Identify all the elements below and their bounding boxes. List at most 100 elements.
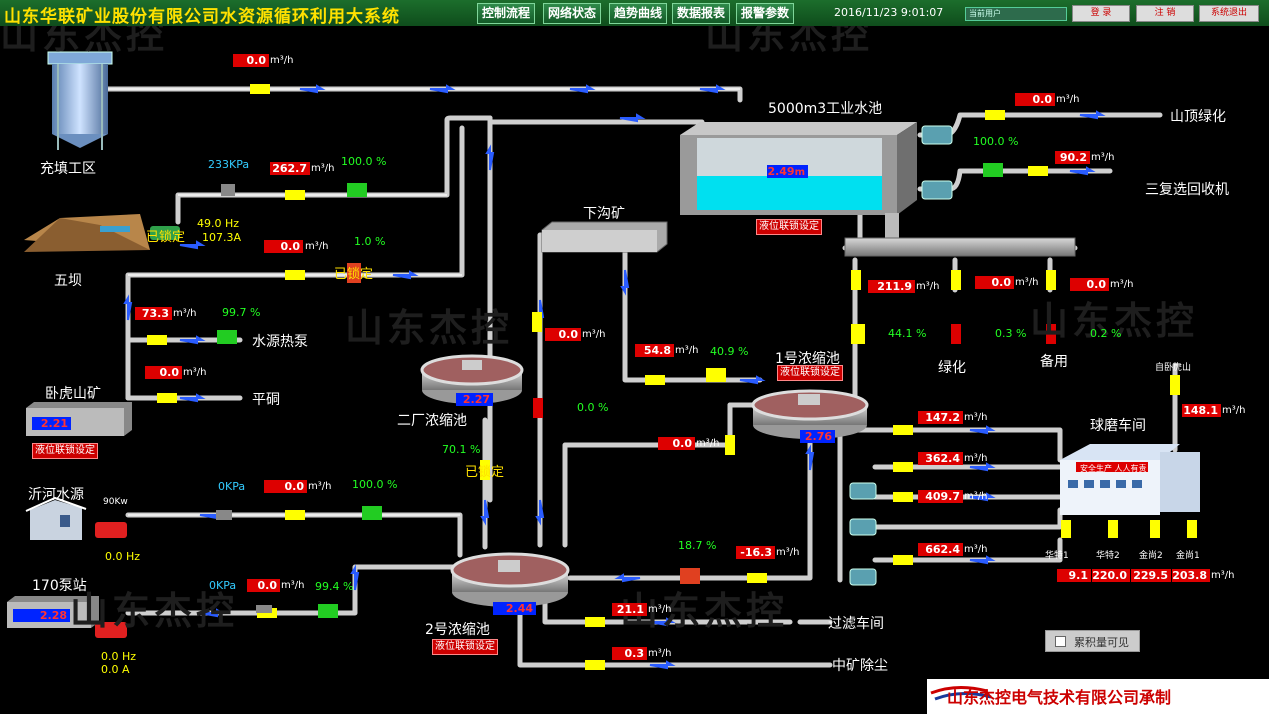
- unit: m³/h: [696, 438, 720, 449]
- unit: m³/h: [1091, 152, 1115, 163]
- label-industrial-pool: 5000m3工业水池: [768, 101, 883, 117]
- label-standby: 备用: [1040, 354, 1068, 370]
- valve-standby: 0.2 %: [1090, 327, 1122, 340]
- pump-current: 107.3A: [202, 231, 242, 244]
- unit: m³/h: [281, 580, 305, 591]
- unit: m³/h: [675, 345, 699, 356]
- flow-top-line: 0.0: [233, 54, 269, 67]
- checkbox-box[interactable]: [1055, 636, 1066, 647]
- cumulative-visible-checkbox[interactable]: 累积量可见: [1045, 630, 1140, 652]
- watermark-5: 山东杰控: [70, 589, 239, 633]
- login-button[interactable]: 登 录: [1072, 5, 1130, 22]
- unit: m³/h: [305, 241, 329, 252]
- yihe-pump-house-icon: [25, 496, 87, 540]
- label-thickener-2: 2号浓缩池: [425, 622, 490, 638]
- level-thickener-1: 2.76: [800, 430, 835, 443]
- flow-mill-1: 147.2: [918, 411, 963, 424]
- checkbox-label: 累积量可见: [1074, 636, 1129, 649]
- nav-control-flow[interactable]: 控制流程: [477, 3, 536, 24]
- flow-rebeneficiation: 90.2: [1055, 151, 1090, 164]
- label-rebeneficiation: 三复选回收机: [1145, 182, 1229, 198]
- label-fill-area: 充填工区: [40, 161, 96, 177]
- footer-banner: 山东杰控电气技术有限公司承制: [927, 679, 1269, 714]
- level-wohushan: 2.21: [32, 417, 71, 430]
- label-yihe: 沂河水源: [28, 487, 84, 503]
- label-wuba: 五坝: [54, 273, 82, 289]
- flow-mountain: 0.0: [1015, 93, 1055, 106]
- thickener-2: [450, 552, 570, 607]
- flow-pool-out1: 211.9: [868, 280, 915, 293]
- unit: m³/h: [1015, 277, 1039, 288]
- app-title: 山东华联矿业股份有限公司水资源循环利用大系统: [4, 7, 400, 27]
- valve-wuba-line2: 1.0 %: [354, 235, 386, 248]
- valve-return: 18.7 %: [678, 539, 717, 552]
- mill-value-3: 229.5: [1131, 569, 1171, 582]
- thickener-1: [751, 389, 869, 439]
- valve-greening: 0.3 %: [995, 327, 1027, 340]
- flow-thickener-1-out: 0.0: [658, 437, 695, 450]
- exit-button[interactable]: 系统退出: [1199, 5, 1259, 22]
- unit: m³/h: [648, 648, 672, 659]
- unit: m³/h: [964, 453, 988, 464]
- valve-plant2: 70.1 %: [442, 443, 481, 456]
- footer-company: 山东杰控电气技术有限公司承制: [947, 688, 1172, 707]
- unit: m³/h: [582, 329, 606, 340]
- xiagou-tank: [541, 221, 668, 253]
- mill-inlet-valves: [1061, 520, 1197, 538]
- unit: m³/h: [1110, 279, 1134, 290]
- unit: m³/h: [173, 308, 197, 319]
- watermark-6: 山东杰控: [620, 589, 789, 633]
- yihe-pump-frequency: 0.0 Hz: [105, 550, 141, 563]
- flow-wuba-line2: 0.0: [264, 240, 303, 253]
- flow-wohushan-in: 148.1: [1182, 404, 1221, 417]
- logout-button[interactable]: 注 销: [1136, 5, 1194, 22]
- top-bar: 山东华联矿业股份有限公司水资源循环利用大系统 控制流程 网络状态 趋势曲线 数据…: [0, 0, 1269, 27]
- pressure-pump170: 0KPa: [209, 579, 237, 592]
- flow-to-thickener-1: 54.8: [635, 344, 674, 357]
- interlock-wohushan-button[interactable]: 液位联锁设定: [32, 443, 98, 459]
- nav-alarm-params[interactable]: 报警参数: [736, 3, 795, 24]
- interlock-thickener-1-button[interactable]: 液位联锁设定: [777, 365, 843, 381]
- motor-icons: [95, 226, 180, 638]
- label-greening: 绿化: [938, 360, 966, 376]
- label-ball-mill: 球磨车间: [1090, 418, 1146, 434]
- interlock-pool-button[interactable]: 液位联锁设定: [756, 219, 822, 235]
- label-dust: 中矿除尘: [832, 658, 888, 674]
- flow-filter: 21.1: [612, 603, 647, 616]
- flow-standby: 0.0: [1070, 278, 1109, 291]
- flow-pingtong: 0.0: [145, 366, 182, 379]
- yihe-pump-power: 90Kw: [103, 497, 128, 507]
- nav-data-report[interactable]: 数据报表: [672, 3, 731, 24]
- mill-name-4: 金尚1: [1176, 551, 1200, 561]
- mill-value-4: 203.8: [1172, 569, 1210, 582]
- level-thickener-2: 2.44: [493, 602, 536, 615]
- flow-yihe: 0.0: [264, 480, 307, 493]
- pressure-wuba: 233KPa: [208, 158, 250, 171]
- mill-value-2: 220.0: [1092, 569, 1130, 582]
- unit: m³/h: [776, 547, 800, 558]
- valve-heat-pump: 99.7 %: [222, 306, 261, 319]
- flow-greening: 0.0: [975, 276, 1014, 289]
- thickener-plant2: [420, 354, 524, 404]
- label-wohushan: 卧虎山矿: [45, 386, 101, 402]
- interlock-thickener-2-button[interactable]: 液位联锁设定: [432, 639, 498, 655]
- watermark-3: 山东杰控: [345, 306, 514, 350]
- valve-yihe: 100.0 %: [352, 478, 398, 491]
- pool-support: [844, 213, 1076, 257]
- label-mountain-greening: 山顶绿化: [1170, 109, 1226, 125]
- mill-name-3: 金尚2: [1139, 551, 1163, 561]
- user-status-field: 当前用户: [965, 7, 1067, 21]
- datetime: 2016/11/23 9:01:07: [834, 6, 944, 19]
- unit: m³/h: [308, 481, 332, 492]
- watermark-4: 山东杰控: [1030, 299, 1199, 343]
- valve-xiagou: 0.0 %: [577, 401, 609, 414]
- locked-status-line2: 已锁定: [334, 267, 374, 282]
- label-filter: 过滤车间: [828, 616, 884, 632]
- nav-trend-curve[interactable]: 趋势曲线: [609, 3, 668, 24]
- fill-tower-icon: [47, 51, 113, 150]
- nav-network-status[interactable]: 网络状态: [543, 3, 602, 24]
- valve-pool-mountain: 100.0 %: [973, 135, 1019, 148]
- unit: m³/h: [311, 163, 335, 174]
- flow-xiagou-drop: 0.0: [545, 328, 581, 341]
